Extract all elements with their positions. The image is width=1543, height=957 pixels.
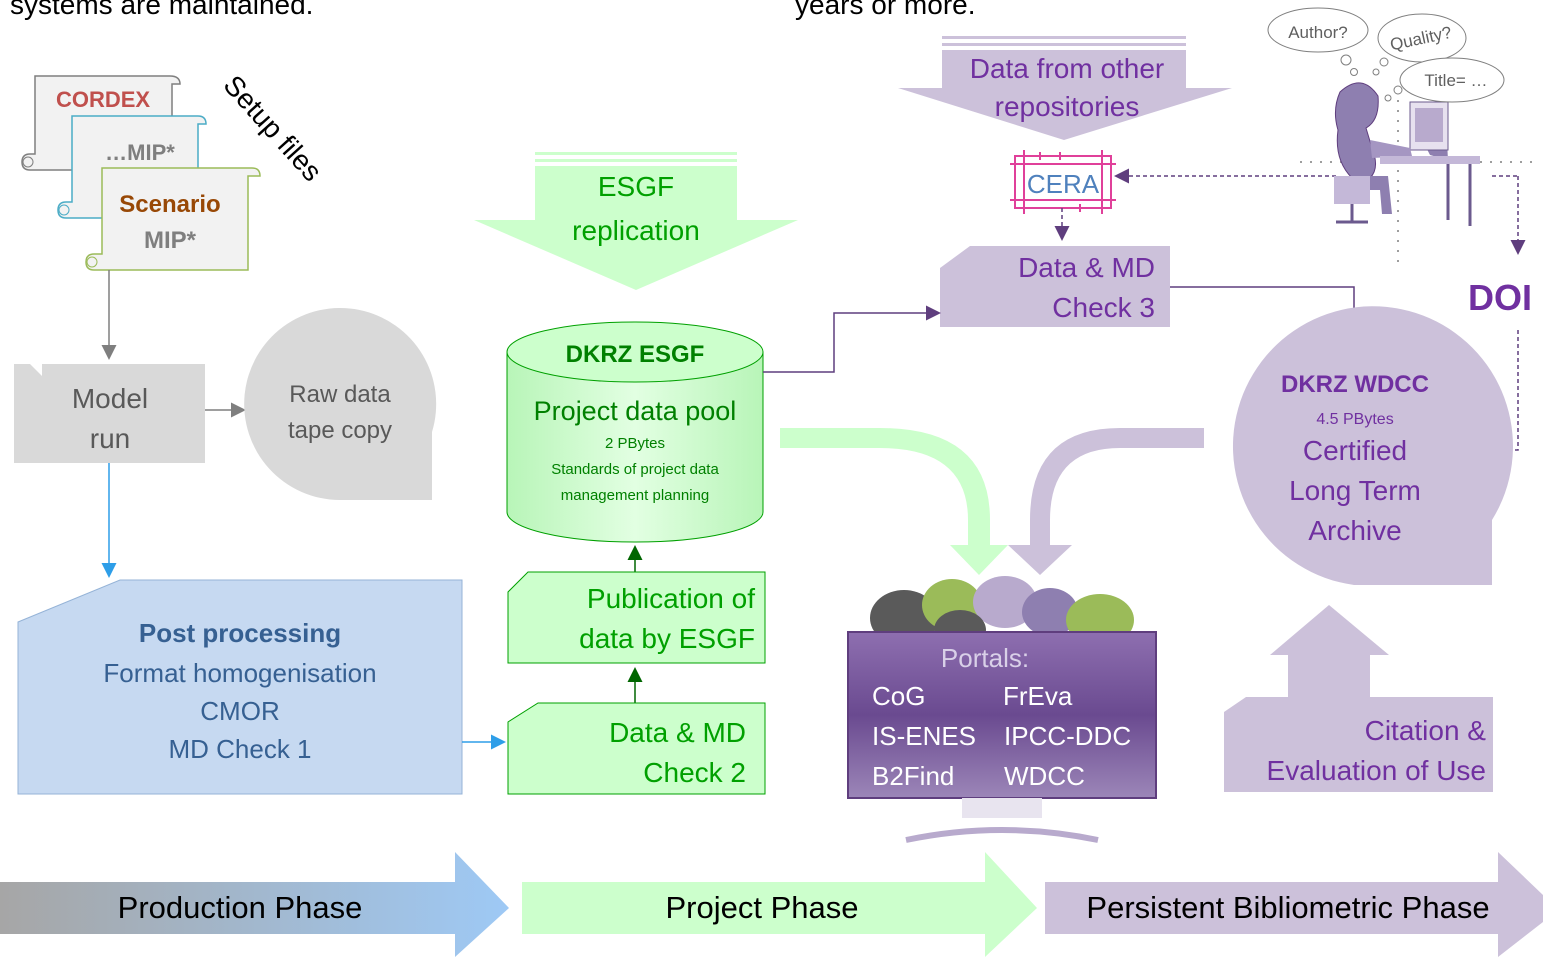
- check2-line2: Check 2: [643, 757, 746, 788]
- portal-freva: FrEva: [1003, 681, 1073, 711]
- other-repos-line1: Data from other: [970, 53, 1165, 84]
- publication-box: [507, 571, 766, 664]
- top-text-right: years or more.: [795, 0, 976, 20]
- thought-title: Title= …: [1424, 71, 1487, 90]
- other-repos-arrow: Data from other repositories: [898, 36, 1232, 140]
- portals-title: Portals:: [941, 643, 1029, 673]
- raw-data-line1: Raw data: [289, 381, 391, 408]
- model-run-line1: Model: [72, 383, 148, 414]
- portal-is-enes: IS-ENES: [872, 721, 976, 751]
- dkrz-esgf-cylinder: DKRZ ESGF Project data pool 2 PBytes Sta…: [506, 321, 764, 543]
- scenario-label: Scenario: [119, 191, 220, 218]
- user-at-desk-icon: [1300, 82, 1540, 270]
- publication-line2: data by ESGF: [579, 623, 755, 654]
- model-run-box: [14, 364, 205, 463]
- dkrz-esgf-subtitle: Project data pool: [534, 396, 737, 426]
- dkrz-esgf-title: DKRZ ESGF: [566, 341, 705, 368]
- wdcc-size: 4.5 PBytes: [1316, 411, 1393, 428]
- phase-arrow-production: [0, 852, 509, 957]
- dkrz-esgf-note1: Standards of project data: [551, 461, 719, 478]
- dkrz-esgf-note2: management planning: [561, 487, 709, 504]
- phase-production-label: Production Phase: [118, 890, 363, 925]
- dkrz-esgf-size: 2 PBytes: [605, 435, 665, 452]
- arrow-citation-to-wdcc: [1270, 605, 1389, 700]
- arrow-doi-to-wdcc: [1497, 330, 1519, 458]
- setup-scroll-scenario: Scenario MIP*: [85, 167, 261, 271]
- mip-label: …MIP*: [105, 140, 175, 165]
- cordex-label: CORDEX: [56, 87, 150, 112]
- thought-bubbles: Author? Quality? Title= …: [1267, 7, 1505, 103]
- arrow-wdcc-to-portals: [1008, 428, 1204, 575]
- arrow-esgf-to-portals: [780, 428, 1008, 575]
- publication-line1: Publication of: [587, 583, 755, 614]
- citation-line1: Citation &: [1365, 715, 1487, 746]
- post-processing-title: Post processing: [139, 618, 341, 648]
- raw-data-tape: [244, 308, 437, 500]
- other-repos-line2: repositories: [995, 91, 1140, 122]
- portals-monitor: Portals: CoG FrEva IS-ENES IPCC-DDC B2Fi…: [847, 631, 1157, 843]
- wdcc-line3: Archive: [1308, 515, 1401, 546]
- post-processing-line1: Format homogenisation: [103, 658, 376, 688]
- esgf-replication-line2: replication: [572, 215, 700, 246]
- dkrz-wdcc-archive: [1232, 306, 1513, 585]
- check2-line1: Data & MD: [609, 717, 746, 748]
- post-processing-line3: MD Check 1: [168, 734, 311, 764]
- post-processing-line2: CMOR: [200, 696, 279, 726]
- doi-label: DOI: [1468, 277, 1532, 318]
- scenario-mip-label: MIP*: [144, 227, 197, 254]
- check3-box: [940, 246, 1170, 327]
- phase-arrow-persistent: [1045, 852, 1543, 957]
- wdcc-title: DKRZ WDCC: [1281, 371, 1429, 398]
- model-run-line2: run: [90, 423, 130, 454]
- portal-b2find: B2Find: [872, 761, 954, 791]
- check3-line1: Data & MD: [1018, 252, 1155, 283]
- check3-line2: Check 3: [1052, 292, 1155, 323]
- cera-logo: CERA: [1010, 150, 1116, 214]
- portal-cog: CoG: [872, 681, 925, 711]
- check2-box: [507, 702, 766, 795]
- esgf-replication-line1: ESGF: [598, 171, 674, 202]
- thought-author: Author?: [1288, 23, 1348, 42]
- citation-box: [1224, 697, 1493, 792]
- arrow-esgf-to-check3: [763, 305, 941, 373]
- raw-data-line2: tape copy: [288, 417, 392, 444]
- top-text-left: systems are maintained.: [10, 0, 313, 20]
- wdcc-line2: Long Term: [1289, 475, 1421, 506]
- phase-arrow-project: [522, 852, 1037, 957]
- portal-ipcc-ddc: IPCC-DDC: [1004, 721, 1131, 751]
- cera-text: CERA: [1027, 169, 1100, 199]
- esgf-replication-arrow: ESGF replication: [474, 152, 798, 290]
- citation-line2: Evaluation of Use: [1267, 755, 1486, 786]
- post-processing-box: [17, 579, 463, 795]
- phase-project-label: Project Phase: [666, 890, 859, 925]
- wdcc-line1: Certified: [1303, 435, 1407, 466]
- phase-persistent-label: Persistent Bibliometric Phase: [1086, 890, 1489, 925]
- portal-wdcc: WDCC: [1004, 761, 1085, 791]
